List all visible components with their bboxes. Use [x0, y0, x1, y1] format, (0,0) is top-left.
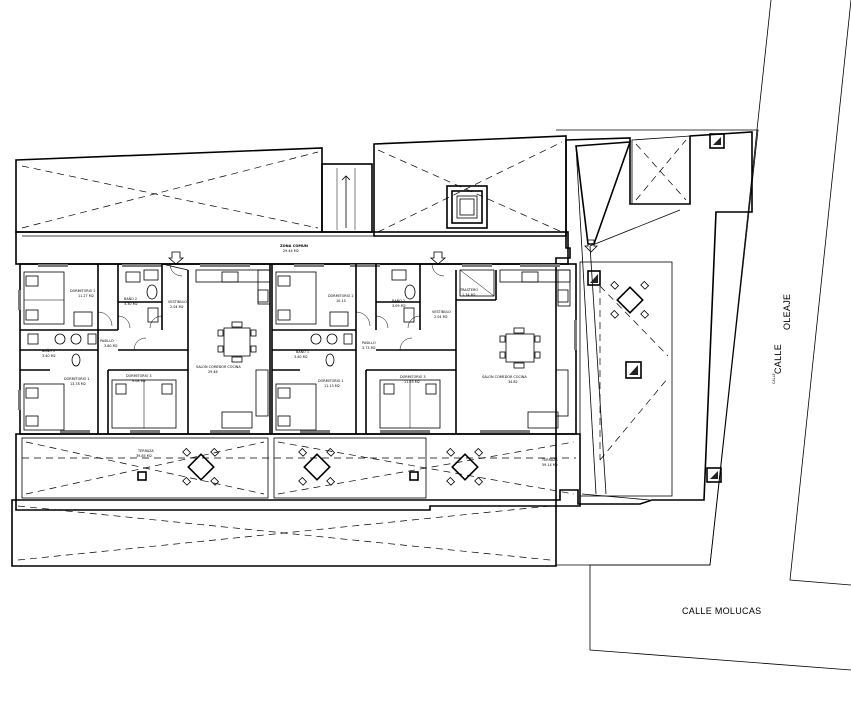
label-a-dorm2: DORMITORIO 2 — [70, 289, 96, 293]
front-terraces — [15, 433, 581, 511]
label-a-bano2: BAÑO 2 — [124, 296, 137, 301]
label-a-bano2-area: 3.30 M2 — [124, 302, 138, 306]
label-b-dorm1: DORMITORIO 1 — [318, 379, 344, 383]
label-a-terraza: TERRAZA — [137, 449, 154, 453]
label-b-vestibulo: VESTIBULO — [432, 310, 451, 314]
label-a-terraza-area: 39.85 M2 — [136, 454, 152, 458]
label-b-bano2: BAÑO 2 — [392, 298, 405, 303]
label-b-vestibulo-area: 2.04 M2 — [434, 315, 448, 319]
street-oleaje-calle: CALLE — [773, 344, 783, 374]
label-b-dorm2: DORMITORIO 2 — [328, 294, 354, 298]
label-b-trastero-area: 1.74 M2 — [462, 293, 476, 297]
street-molucas: CALLE MOLUCAS — [682, 606, 761, 616]
door-swings — [97, 263, 445, 351]
roof-left-top — [15, 147, 323, 233]
lower-roof — [11, 499, 557, 567]
label-zona-comun: ZONA COMUN — [280, 244, 308, 248]
label-a-salon-area: 29.46 — [208, 370, 218, 374]
label-b-bano1-area: 3.40 M2 — [294, 355, 308, 359]
street-oleaje-name: OLEAJE — [782, 294, 792, 330]
apartment-a-walls — [20, 263, 189, 434]
label-a-pasillo: PASILLO — [100, 339, 114, 343]
label-a-vestibulo: VESTIBULO — [168, 300, 187, 304]
label-b-terraza-area: 59.14 M2 — [542, 463, 558, 467]
label-a-bano1-area: 3.40 M2 — [42, 354, 56, 358]
label-a-salon: SALON COMEDOR COCINA — [196, 365, 241, 369]
label-b-dorm3-area: 11.93 M2 — [404, 380, 420, 384]
apartment-a-furniture — [23, 269, 271, 431]
terrace-tables — [182, 447, 484, 486]
label-a-dorm1-area: 13.78 M2 — [70, 382, 86, 386]
terrace-table-right — [610, 280, 650, 319]
roof-center — [373, 135, 567, 237]
right-terrace — [555, 131, 753, 505]
label-a-vestibulo-area: 2.04 M2 — [170, 305, 184, 309]
label-b-terraza: TERRAZA — [541, 458, 558, 462]
label-b-trastero: TRASTERO — [459, 288, 478, 292]
label-a-dorm3: DORMITORIO 3 — [126, 374, 152, 378]
street-oleaje-small: CALLE — [772, 373, 776, 384]
room-labels: ZONA COMUN 29.44 M2 DORMITORIO 2 11.27 M… — [42, 244, 558, 467]
label-a-pasillo-area: 3.80 M2 — [104, 344, 118, 348]
apartment-b-furniture — [275, 269, 571, 431]
apartments-outline — [18, 263, 577, 435]
label-zona-comun-area: 29.44 M2 — [283, 249, 299, 253]
entry-arrows — [167, 239, 598, 265]
label-b-salon-area: 34.82 — [508, 380, 518, 384]
street-labels: CALLE MOLUCAS CALLE OLEAJE CALLE — [682, 294, 792, 616]
marker-icons — [587, 133, 725, 483]
label-b-pasillo-area: 3.73 M2 — [362, 346, 376, 350]
apartment-b-walls — [272, 264, 497, 434]
label-b-dorm1-area: 11.13 M2 — [324, 384, 340, 388]
label-b-pasillo: PASILLO — [362, 341, 376, 345]
label-b-dorm3: DORMITORIO 3 — [400, 375, 426, 379]
label-a-dorm1: DORMITORIO 1 — [64, 377, 90, 381]
label-b-dorm2-area: 10.13 — [336, 299, 346, 303]
stair-core — [321, 163, 373, 233]
label-a-dorm2-area: 11.27 M2 — [78, 294, 94, 298]
label-b-bano2-area: 3.09 M2 — [392, 304, 406, 308]
label-a-dorm3-area: 9.08 M2 — [132, 379, 146, 383]
label-b-bano1: BAÑO 1 — [296, 349, 309, 354]
label-a-bano1: BAÑO 1 — [42, 348, 55, 353]
label-b-salon: SALON COMEDOR COCINA — [482, 375, 527, 379]
